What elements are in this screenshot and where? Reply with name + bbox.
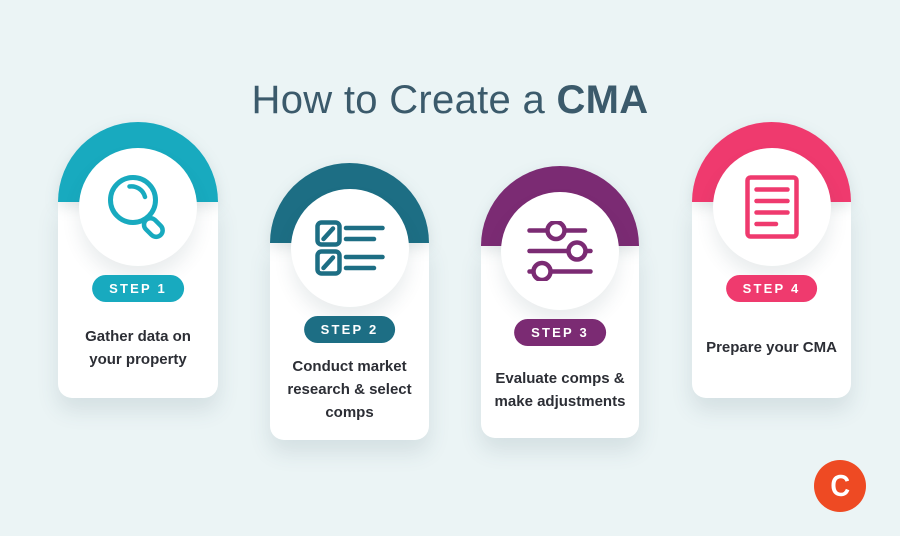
step-card-2: STEP 2 Conduct market research & select … — [270, 163, 429, 440]
step-2-description: Conduct market research & select comps — [287, 357, 412, 421]
step-card-3: STEP 3 Evaluate comps & make adjustments — [481, 166, 639, 438]
step-2-icon-circle — [290, 189, 409, 307]
step-3-description: Evaluate comps & make adjustments — [494, 369, 626, 410]
step-1-badge: STEP 1 — [92, 275, 184, 302]
step-4-icon-circle — [712, 148, 831, 266]
step-1-badge-label: STEP 1 — [109, 281, 167, 296]
step-1-description: Gather data on your property — [85, 327, 191, 368]
step-4-description: Prepare your CMA — [706, 339, 837, 356]
step-4-badge-label: STEP 4 — [742, 281, 801, 296]
step-3-icon-circle — [501, 192, 619, 310]
sliders-icon — [527, 221, 593, 281]
step-card-1: STEP 1 Gather data on your property — [58, 122, 218, 398]
step-2-badge: STEP 2 — [303, 316, 396, 343]
document-icon — [744, 175, 799, 239]
step-card-4: STEP 4 Prepare your CMA — [692, 122, 851, 398]
brand-logo: C — [814, 460, 866, 512]
brand-logo-letter: C — [830, 467, 850, 503]
step-4-badge: STEP 4 — [725, 275, 818, 302]
title-prefix: How to Create a — [251, 77, 557, 122]
checklist-icon — [314, 220, 385, 276]
search-icon — [108, 175, 165, 240]
step-1-icon-circle — [79, 148, 197, 266]
step-2-badge-label: STEP 2 — [320, 322, 379, 337]
page-title: How to Create a CMA — [0, 77, 900, 123]
step-3-badge-label: STEP 3 — [531, 325, 589, 340]
title-highlight: CMA — [556, 77, 649, 122]
step-3-badge: STEP 3 — [514, 319, 606, 346]
